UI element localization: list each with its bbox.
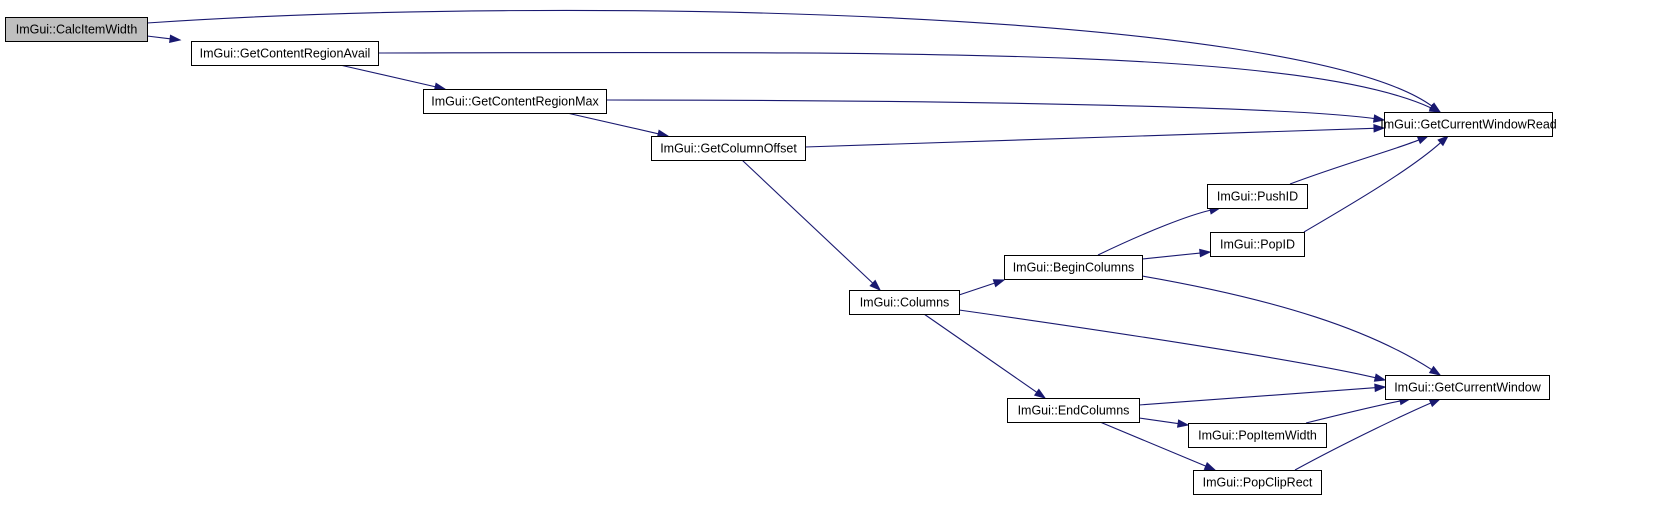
node-label: ImGui::PopID (1220, 237, 1295, 251)
edge-line (1289, 139, 1420, 185)
edge-line (1138, 417, 1179, 425)
edge-calc-to-avail (146, 34, 182, 44)
edge-begin-to-pop (1141, 248, 1212, 260)
node-cw[interactable]: ImGui::GetCurrentWindow (1385, 375, 1550, 400)
arrowhead-icon (1437, 135, 1450, 147)
node-box[interactable] (1193, 470, 1322, 495)
node-max[interactable]: ImGui::GetContentRegionMax (423, 89, 607, 114)
node-coloff[interactable]: ImGui::GetColumnOffset (651, 136, 806, 161)
edge-cols-to-end (923, 313, 1047, 399)
edge-avail-to-max (339, 64, 447, 91)
edge-cols-to-cw (958, 309, 1387, 382)
node-cols[interactable]: ImGui::Columns (849, 290, 960, 315)
arrowhead-icon (1372, 114, 1386, 123)
node-label: ImGui::EndColumns (1018, 403, 1130, 417)
node-label: ImGui::GetCurrentWindowRead (1380, 117, 1557, 131)
node-box[interactable] (423, 89, 607, 114)
node-label: ImGui::GetColumnOffset (660, 141, 797, 155)
edge-coloff-to-cols (741, 159, 882, 292)
call-graph-nodes: ImGui::CalcItemWidthImGui::GetContentReg… (5, 17, 1557, 495)
node-label: ImGui::PushID (1217, 189, 1298, 203)
edge-line (1138, 387, 1376, 406)
arrowhead-icon (869, 279, 882, 292)
edge-line (377, 52, 1432, 109)
node-box[interactable] (1384, 112, 1553, 137)
node-popclip[interactable]: ImGui::PopClipRect (1193, 470, 1322, 495)
edge-line (146, 35, 171, 40)
arrowhead-icon (1416, 135, 1430, 145)
edge-line (1141, 275, 1432, 371)
node-box[interactable] (1207, 184, 1308, 209)
node-box[interactable] (191, 41, 379, 66)
edge-max-to-cwr (605, 99, 1386, 123)
node-push[interactable]: ImGui::PushID (1207, 184, 1308, 209)
edge-line (804, 127, 1375, 148)
edge-line (1305, 400, 1401, 424)
edge-end-to-cw (1138, 383, 1387, 406)
edge-line (958, 309, 1376, 379)
node-label: ImGui::PopItemWidth (1198, 428, 1317, 442)
edge-line (339, 64, 436, 88)
node-box[interactable] (651, 136, 806, 161)
node-label: ImGui::CalcItemWidth (16, 22, 138, 36)
edge-line (566, 112, 659, 135)
node-box[interactable] (849, 290, 960, 315)
arrowhead-icon (1373, 373, 1387, 382)
edge-begin-to-push (1097, 206, 1222, 256)
edge-end-to-popw (1138, 417, 1190, 428)
edge-max-to-coloff (566, 112, 670, 138)
node-calc[interactable]: ImGui::CalcItemWidth (5, 17, 148, 42)
call-graph-edges (146, 9, 1450, 471)
arrowhead-icon (1428, 103, 1442, 113)
node-box[interactable] (1188, 423, 1327, 448)
edge-line (923, 313, 1038, 393)
arrowhead-icon (169, 34, 182, 44)
node-avail[interactable]: ImGui::GetContentRegionAvail (191, 41, 379, 66)
arrowhead-icon (1428, 365, 1442, 376)
arrowhead-icon (1428, 398, 1442, 408)
node-label: ImGui::GetCurrentWindow (1394, 380, 1542, 394)
node-label: ImGui::Columns (860, 295, 950, 309)
node-cwr[interactable]: ImGui::GetCurrentWindowRead (1380, 112, 1557, 137)
edge-line (1303, 142, 1441, 233)
edge-line (741, 159, 874, 284)
edge-coloff-to-cwr (804, 124, 1386, 148)
node-box[interactable] (5, 17, 148, 42)
node-box[interactable] (1007, 398, 1140, 423)
edge-line (1141, 252, 1201, 260)
arrowhead-icon (1176, 419, 1190, 428)
edge-line (1294, 402, 1432, 471)
node-pop[interactable]: ImGui::PopID (1210, 232, 1305, 257)
edge-line (958, 282, 995, 296)
node-end[interactable]: ImGui::EndColumns (1007, 398, 1140, 423)
edge-line (1097, 209, 1211, 256)
edge-line (146, 9, 1433, 107)
edge-avail-to-cwr (377, 52, 1442, 113)
edge-line (605, 99, 1375, 120)
arrowhead-icon (1373, 124, 1386, 133)
edge-push-to-cwr (1289, 135, 1430, 185)
node-label: ImGui::BeginColumns (1013, 260, 1135, 274)
edge-end-to-popclip (1099, 421, 1217, 471)
arrowhead-icon (1374, 383, 1387, 393)
node-box[interactable] (1210, 232, 1305, 257)
node-label: ImGui::GetContentRegionAvail (200, 46, 371, 60)
edge-begin-to-cw (1141, 275, 1442, 376)
node-label: ImGui::PopClipRect (1203, 475, 1313, 489)
node-box[interactable] (1004, 255, 1143, 280)
node-begin[interactable]: ImGui::BeginColumns (1004, 255, 1143, 280)
arrowhead-icon (1033, 388, 1047, 399)
edge-pop-to-cwr (1303, 135, 1450, 233)
node-box[interactable] (1385, 375, 1550, 400)
node-label: ImGui::GetContentRegionMax (431, 94, 599, 108)
edge-line (1099, 421, 1206, 467)
node-popw[interactable]: ImGui::PopItemWidth (1188, 423, 1327, 448)
arrowhead-icon (1199, 248, 1212, 258)
arrowhead-icon (992, 279, 1006, 288)
arrowhead-icon (1203, 461, 1217, 471)
edge-cols-to-begin (958, 279, 1006, 296)
